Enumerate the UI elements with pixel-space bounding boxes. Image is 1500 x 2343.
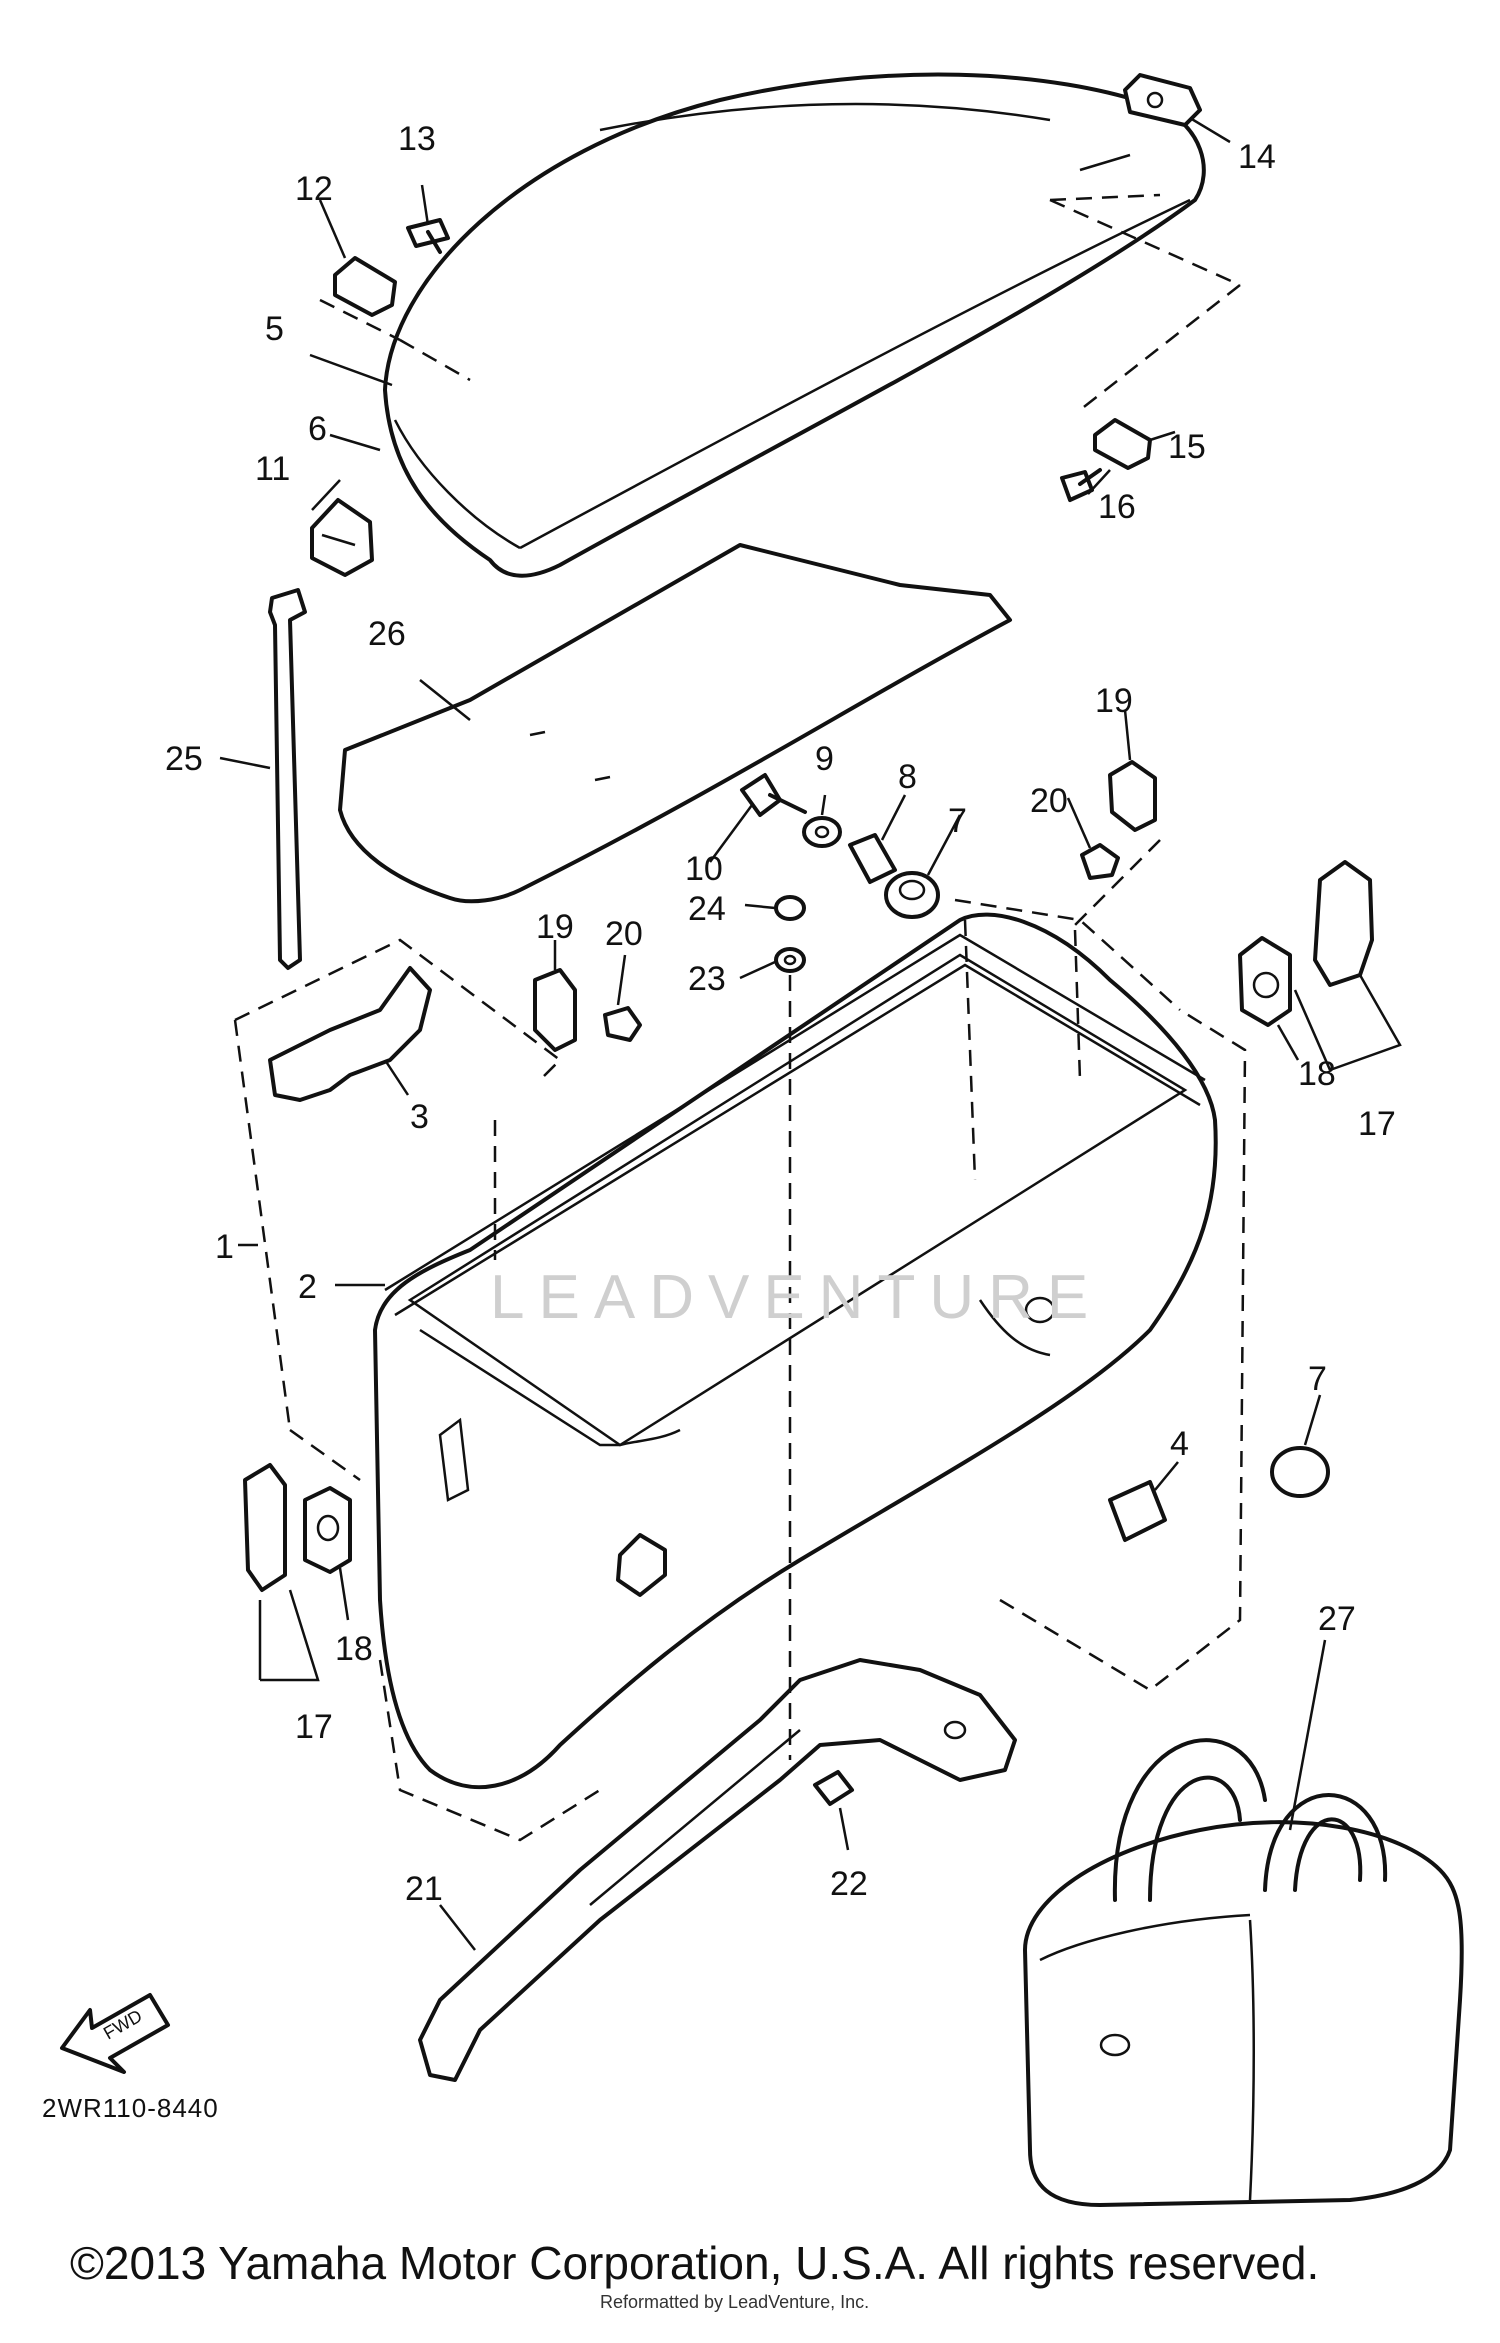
callout-21: 21 — [405, 1870, 443, 1908]
callout-26: 26 — [368, 615, 406, 653]
grommet-small — [774, 895, 806, 921]
lid-side-plate — [1093, 418, 1152, 470]
callout-13: 13 — [398, 120, 436, 158]
callout-3: 3 — [410, 1098, 429, 1136]
mount-bolt — [740, 773, 807, 817]
callout-8: 8 — [898, 758, 917, 796]
lid-screw — [406, 218, 450, 254]
lock-assembly-left — [243, 1463, 352, 1592]
callout-17-left: 17 — [295, 1708, 333, 1746]
callout-23: 23 — [688, 960, 726, 998]
callout-20-right: 20 — [1030, 782, 1068, 820]
inner-latch — [268, 966, 432, 1102]
callout-24: 24 — [688, 890, 726, 928]
callout-19-left: 19 — [536, 908, 574, 946]
callout-20-left: 20 — [605, 915, 643, 953]
mount-grommet-upper — [884, 871, 940, 919]
callout-7-lower: 7 — [1308, 1360, 1327, 1398]
callout-9: 9 — [815, 740, 834, 778]
mount-grommet-lower — [1270, 1446, 1330, 1498]
nut-left — [603, 1006, 642, 1042]
callout-11: 11 — [255, 450, 290, 488]
diagram-code: 2WR110-8440 — [42, 2093, 219, 2123]
lid-hinge-plate — [1123, 73, 1202, 127]
lid-side-screw — [1060, 468, 1102, 502]
callout-22: 22 — [830, 1865, 868, 1903]
callout-19-right: 19 — [1095, 682, 1133, 720]
saddlebag-lid — [383, 72, 1206, 578]
watermark: LEADVENTURE — [490, 1263, 1103, 1332]
callout-10: 10 — [685, 850, 723, 888]
callout-6: 6 — [308, 410, 327, 448]
lid-liner-pad — [338, 543, 1012, 904]
callout-5: 5 — [265, 310, 284, 348]
callout-25: 25 — [165, 740, 203, 778]
assembly-group-outline — [233, 198, 1247, 1842]
leader-lines — [219, 116, 1402, 1951]
callout-15: 15 — [1168, 428, 1206, 466]
forward-arrow-icon: FWD — [60, 1993, 170, 2074]
callout-18-right: 18 — [1298, 1055, 1336, 1093]
callout-27: 27 — [1318, 1600, 1356, 1638]
retaining-strap — [268, 588, 307, 970]
nut-upper-right — [1080, 843, 1120, 880]
lock-assembly-right — [1238, 860, 1374, 1027]
collar-small — [774, 947, 806, 973]
lid-catch — [310, 498, 374, 577]
callout-16: 16 — [1098, 488, 1136, 526]
rail-clip — [813, 1770, 854, 1806]
callout-7-upper: 7 — [948, 802, 967, 840]
callout-2: 2 — [298, 1268, 317, 1306]
callout-14: 14 — [1238, 138, 1276, 176]
case-pad — [1108, 1480, 1167, 1542]
copyright-notice: ©2013 Yamaha Motor Corporation, U.S.A. A… — [70, 2237, 1320, 2289]
callout-12: 12 — [295, 170, 333, 208]
inner-bag — [1023, 1738, 1464, 2207]
bracket-upper-right — [1108, 760, 1157, 832]
callout-17-right: 17 — [1358, 1105, 1396, 1143]
reseller-note: Reformatted by LeadVenture, Inc. — [600, 2292, 870, 2312]
mount-collar — [848, 833, 897, 884]
lid-damper-plate — [333, 256, 397, 317]
saddlebag-case — [373, 912, 1218, 1790]
callout-4: 4 — [1170, 1425, 1189, 1463]
mounting-rail — [418, 1658, 1017, 2082]
callout-labels: 14 13 12 5 6 11 15 16 26 25 9 8 7 10 19 … — [165, 120, 1396, 1908]
callout-1: 1 — [215, 1228, 234, 1266]
mount-washer — [802, 816, 842, 848]
callout-18-left: 18 — [335, 1630, 373, 1668]
bracket-left — [533, 968, 577, 1052]
